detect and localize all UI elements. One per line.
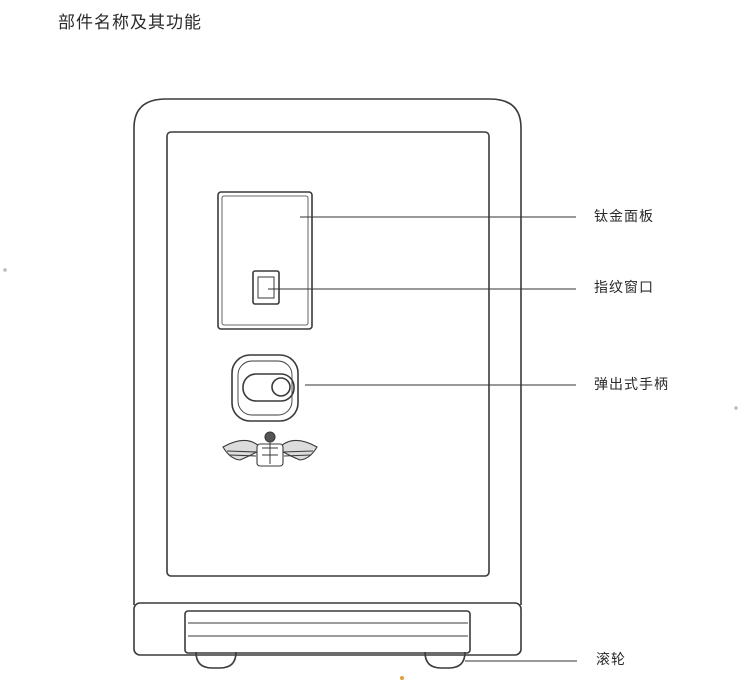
label-popup-handle: 弹出式手柄 [594, 377, 669, 393]
eagle-logo [222, 431, 318, 467]
safe-base [133, 602, 522, 656]
label-fingerprint-window: 指纹窗口 [594, 280, 654, 296]
safe-door [166, 131, 490, 577]
popup-handle [231, 354, 299, 422]
label-roller: 滚轮 [596, 652, 626, 668]
fingerprint-window [252, 270, 280, 305]
label-titanium-panel: 钛金面板 [594, 209, 654, 225]
roller-right [424, 651, 466, 669]
safe-outer-body [133, 98, 522, 605]
titanium-panel [217, 191, 313, 330]
base-panel [184, 610, 471, 654]
roller-left [195, 651, 237, 669]
page-title: 部件名称及其功能 [58, 13, 202, 33]
